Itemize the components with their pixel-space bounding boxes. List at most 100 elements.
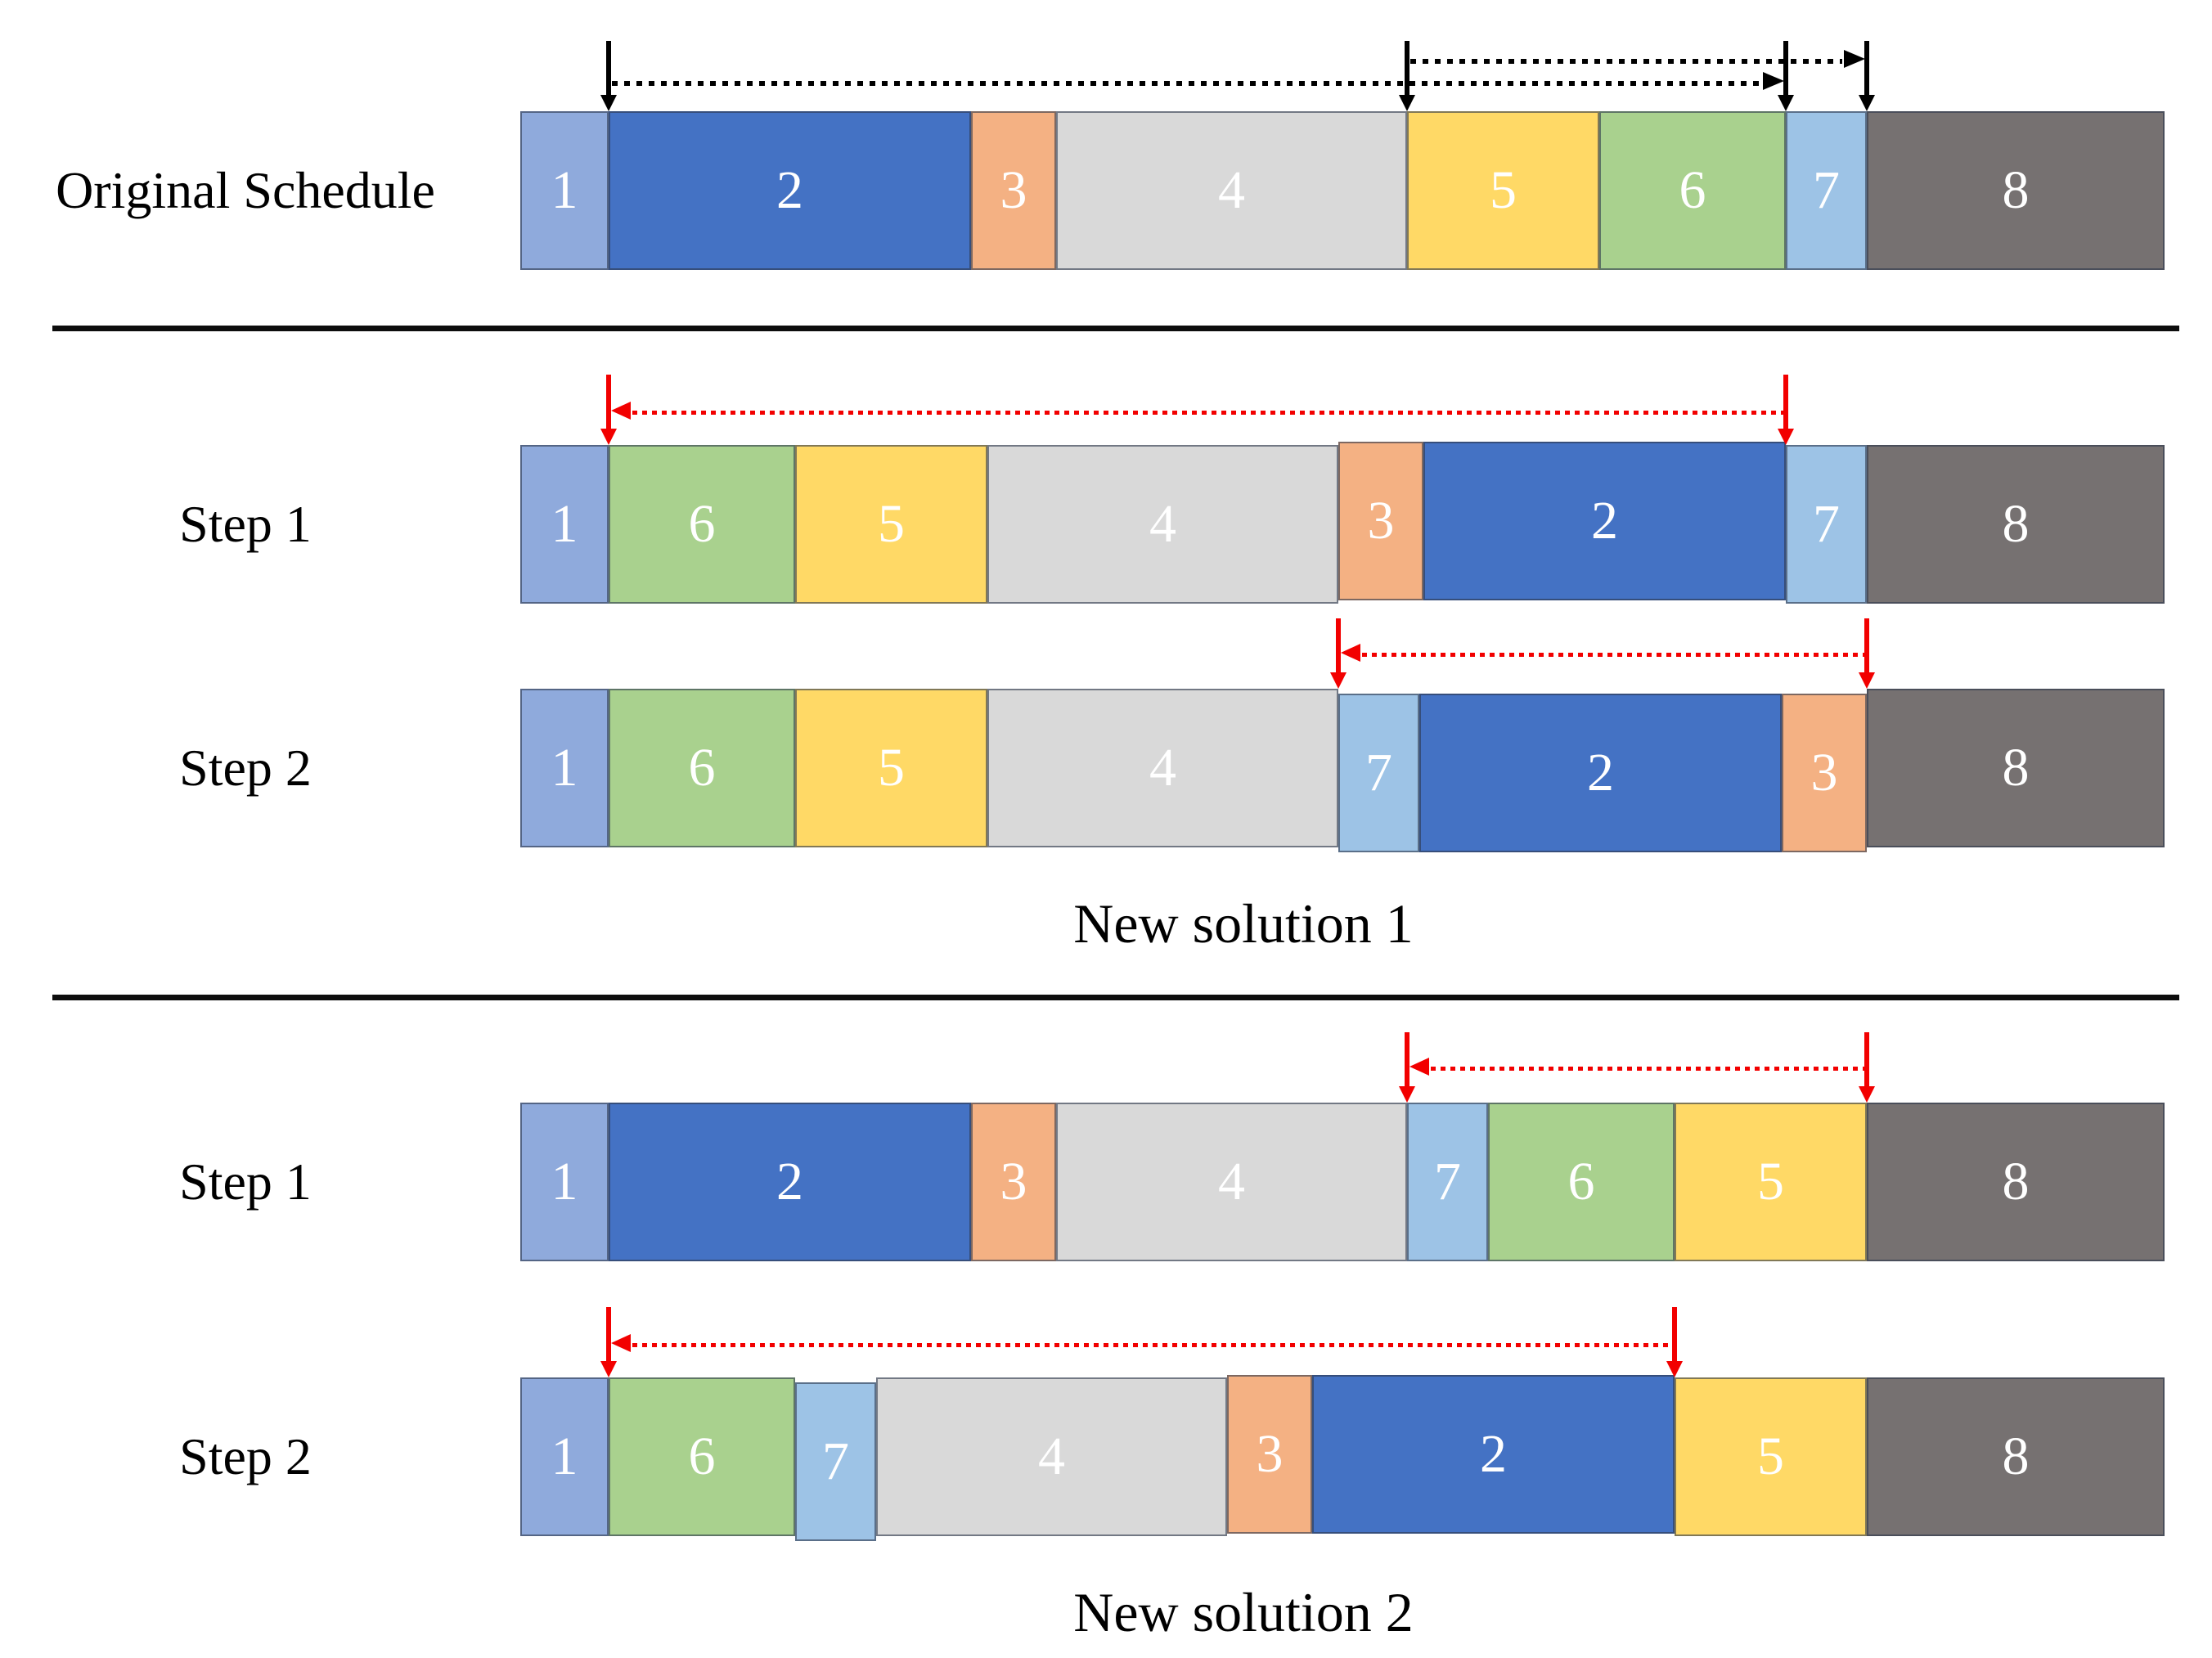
- segment-label: 5: [1490, 160, 1517, 220]
- segment-job-3: 3: [971, 111, 1056, 270]
- red-down-arrow-head-icon: [1859, 672, 1875, 689]
- segment-label: 5: [1757, 1427, 1784, 1486]
- segment-job-6: 6: [609, 445, 795, 604]
- segment-label: 1: [551, 1427, 578, 1486]
- segment-label: 8: [2002, 1427, 2030, 1486]
- segment-job-4: 4: [987, 445, 1338, 604]
- segment-job-3: 3: [1227, 1375, 1312, 1534]
- segment-label: 3: [1810, 743, 1838, 802]
- segment-job-4: 4: [1056, 1103, 1407, 1261]
- black-dotted-line: [612, 81, 1761, 86]
- segment-job-5: 5: [1407, 111, 1599, 270]
- black-down-arrow-head-icon: [600, 95, 617, 111]
- segment-job-1: 1: [520, 1103, 609, 1261]
- segment-job-2: 2: [1312, 1375, 1675, 1534]
- segment-job-2: 2: [1423, 442, 1786, 600]
- segment-job-5: 5: [1675, 1377, 1867, 1536]
- segment-label: 8: [2002, 1152, 2030, 1211]
- segment-job-1: 1: [520, 111, 609, 270]
- segment-job-4: 4: [987, 689, 1338, 847]
- segment-job-3: 3: [971, 1103, 1056, 1261]
- segment-label: 5: [878, 738, 905, 798]
- segment-label: 3: [1256, 1424, 1284, 1484]
- segment-label: 6: [688, 494, 716, 554]
- row-label-solution2-step2: Step 2: [179, 1427, 312, 1485]
- red-down-arrow-shaft: [606, 375, 611, 429]
- row-label-solution2-step1: Step 1: [179, 1153, 312, 1211]
- segment-job-5: 5: [795, 445, 987, 604]
- segment-label: 7: [1813, 160, 1840, 220]
- segment-job-7: 7: [1407, 1103, 1488, 1261]
- red-left-arrow-head-icon: [611, 1334, 631, 1352]
- row-label-original-schedule: Original Schedule: [56, 161, 435, 219]
- segment-label: 4: [1218, 1152, 1245, 1211]
- segment-label: 1: [551, 738, 578, 798]
- red-down-arrow-shaft: [1405, 1032, 1409, 1086]
- black-right-arrow-head-icon: [1844, 50, 1865, 68]
- segment-job-7: 7: [1338, 694, 1419, 852]
- segment-job-2: 2: [609, 1103, 971, 1261]
- segment-job-8: 8: [1867, 1377, 2165, 1536]
- segment-label: 3: [1000, 160, 1027, 220]
- segment-label: 6: [688, 1427, 716, 1486]
- red-down-arrow-head-icon: [1399, 1086, 1415, 1103]
- segment-label: 2: [776, 160, 803, 220]
- segment-job-6: 6: [609, 1377, 795, 1536]
- segment-job-7: 7: [1786, 111, 1867, 270]
- red-down-arrow-head-icon: [1330, 672, 1347, 689]
- red-dotted-line: [1431, 1067, 1864, 1071]
- segment-label: 4: [1149, 738, 1176, 798]
- red-down-arrow-shaft: [1672, 1307, 1677, 1361]
- row-label-solution1-step1: Step 1: [179, 495, 312, 553]
- segment-job-3: 3: [1782, 694, 1867, 852]
- red-down-arrow-shaft: [1864, 618, 1869, 672]
- row-label-solution1-step2: Step 2: [179, 739, 312, 797]
- red-left-arrow-head-icon: [1341, 644, 1360, 662]
- segment-job-6: 6: [609, 689, 795, 847]
- segment-job-2: 2: [609, 111, 971, 270]
- black-down-arrow-shaft: [1405, 41, 1409, 95]
- segment-label: 7: [822, 1431, 849, 1491]
- segment-job-4: 4: [1056, 111, 1407, 270]
- segment-label: 4: [1149, 494, 1176, 554]
- segment-label: 2: [1587, 743, 1614, 802]
- segment-job-1: 1: [520, 445, 609, 604]
- segment-label: 7: [1365, 743, 1392, 802]
- black-dotted-line: [1410, 59, 1842, 64]
- red-down-arrow-head-icon: [600, 1361, 617, 1377]
- red-dotted-line: [1362, 653, 1864, 657]
- segment-label: 8: [2002, 494, 2030, 554]
- segment-job-5: 5: [795, 689, 987, 847]
- segment-job-4: 4: [876, 1377, 1227, 1536]
- segment-label: 4: [1038, 1427, 1065, 1486]
- red-down-arrow-head-icon: [600, 429, 617, 445]
- segment-job-8: 8: [1867, 689, 2165, 847]
- segment-label: 3: [1367, 491, 1395, 550]
- red-down-arrow-head-icon: [1666, 1361, 1683, 1377]
- section-divider: [52, 326, 2179, 331]
- segment-job-8: 8: [1867, 111, 2165, 270]
- black-down-arrow-head-icon: [1399, 95, 1415, 111]
- segment-label: 6: [1567, 1152, 1595, 1211]
- segment-label: 8: [2002, 160, 2030, 220]
- caption-solution1-step2: New solution 1: [1073, 892, 1414, 955]
- segment-label: 6: [1679, 160, 1706, 220]
- segment-job-1: 1: [520, 689, 609, 847]
- red-left-arrow-head-icon: [611, 402, 631, 420]
- segment-label: 5: [878, 494, 905, 554]
- black-down-arrow-head-icon: [1859, 95, 1875, 111]
- segment-label: 1: [551, 1152, 578, 1211]
- segment-job-7: 7: [795, 1382, 876, 1541]
- segment-job-3: 3: [1338, 442, 1423, 600]
- red-dotted-line: [632, 1343, 1672, 1347]
- segment-job-6: 6: [1488, 1103, 1675, 1261]
- red-dotted-line: [632, 411, 1783, 415]
- black-down-arrow-shaft: [606, 41, 611, 95]
- caption-solution2-step2: New solution 2: [1073, 1581, 1414, 1643]
- red-down-arrow-shaft: [1864, 1032, 1869, 1086]
